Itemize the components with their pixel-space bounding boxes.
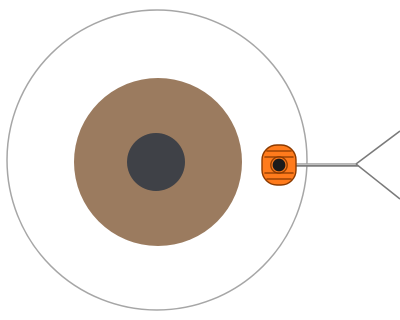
center-hub xyxy=(127,133,185,191)
bead-hole xyxy=(273,159,286,172)
orange-bead xyxy=(262,145,296,185)
arrow-tip xyxy=(356,131,400,199)
